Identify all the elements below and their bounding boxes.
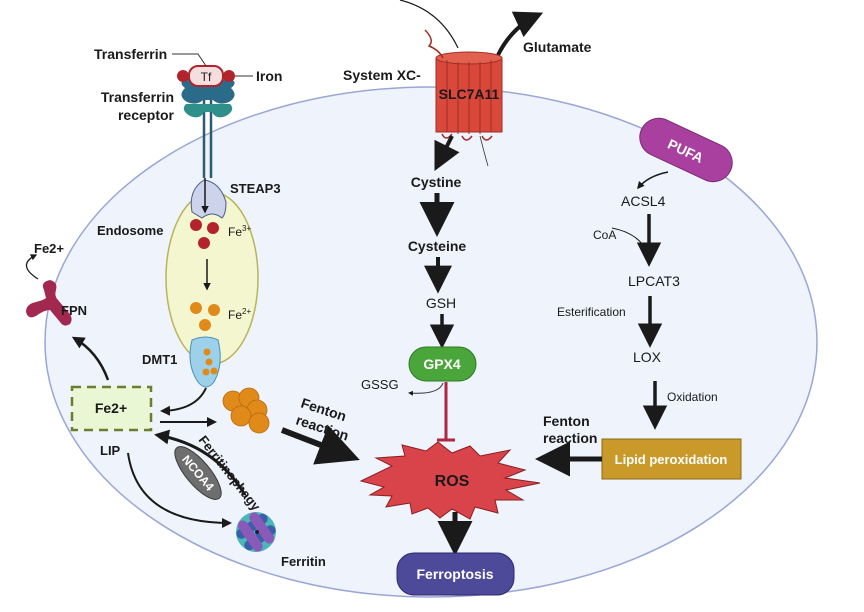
gsh-label: GSH xyxy=(426,295,456,311)
lip-fe2-label: Fe2+ xyxy=(95,400,127,416)
fe2-ion xyxy=(199,319,211,331)
esterification-label: Esterification xyxy=(557,305,626,319)
lip-label: LIP xyxy=(100,443,121,458)
fenton-right-label-2: reaction xyxy=(543,430,597,446)
fpn-icon xyxy=(26,280,72,326)
tf-label: Tf xyxy=(201,70,212,84)
oxidation-label: Oxidation xyxy=(667,390,718,404)
iron-label: Iron xyxy=(256,68,282,84)
transferrin-receptor-label-2: receptor xyxy=(118,107,175,123)
dmt1-icon xyxy=(189,336,221,388)
fe2-ion xyxy=(190,302,202,314)
fpn-label: FPN xyxy=(61,303,87,318)
transferrin-label: Transferrin xyxy=(94,46,167,62)
ferritin-label: Ferritin xyxy=(281,554,326,569)
lox-label: LOX xyxy=(633,349,662,365)
ferroptosis-node xyxy=(396,552,515,596)
pufa-node xyxy=(639,117,733,183)
slc7a11-label: SLC7A11 xyxy=(439,86,500,102)
fe3-ion xyxy=(198,237,210,249)
steap3-icon xyxy=(190,179,227,219)
steap3-label: STEAP3 xyxy=(230,181,281,196)
fe3-ion xyxy=(207,222,219,234)
gpx4-label: GPX4 xyxy=(423,356,461,372)
cysteine-label: Cysteine xyxy=(408,238,467,254)
fe2-ion xyxy=(208,304,220,316)
slc7a11-icon xyxy=(424,29,503,141)
transferrin-receptor-label-1: Transferrin xyxy=(101,89,174,105)
ncoa4-icon xyxy=(174,446,222,500)
fenton-right-label-1: Fenton xyxy=(543,413,590,429)
lipid-peroxidation-label: Lipid peroxidation xyxy=(615,452,728,467)
coa-label: CoA xyxy=(593,228,616,242)
fe2-cluster xyxy=(222,387,270,434)
endosome-label: Endosome xyxy=(97,223,163,238)
fe2-out-label: Fe2+ xyxy=(34,241,64,256)
cystine-label: Cystine xyxy=(411,174,462,190)
acsl4-label: ACSL4 xyxy=(621,193,666,209)
glutamate-label: Glutamate xyxy=(523,39,592,55)
lpcat3-label: LPCAT3 xyxy=(628,273,680,289)
gpx4-node xyxy=(408,346,477,382)
ferritin-icon xyxy=(236,512,276,552)
fe2-label: Fe2+ xyxy=(228,307,251,322)
iron-icon-left xyxy=(177,70,189,82)
ferroptosis-label: Ferroptosis xyxy=(416,566,493,582)
lip-box xyxy=(70,385,153,432)
gssg-label: GSSG xyxy=(361,377,399,392)
system-xc-label: System XC- xyxy=(343,67,421,83)
iron-icon-right xyxy=(223,70,235,82)
ros-starburst xyxy=(359,441,541,520)
fe3-label: Fe3+ xyxy=(228,224,251,239)
dmt1-label: DMT1 xyxy=(142,352,177,367)
fe3-ion xyxy=(190,219,202,231)
ros-label: ROS xyxy=(435,473,470,490)
transferrin-receptor-complex: Tf xyxy=(177,65,235,178)
